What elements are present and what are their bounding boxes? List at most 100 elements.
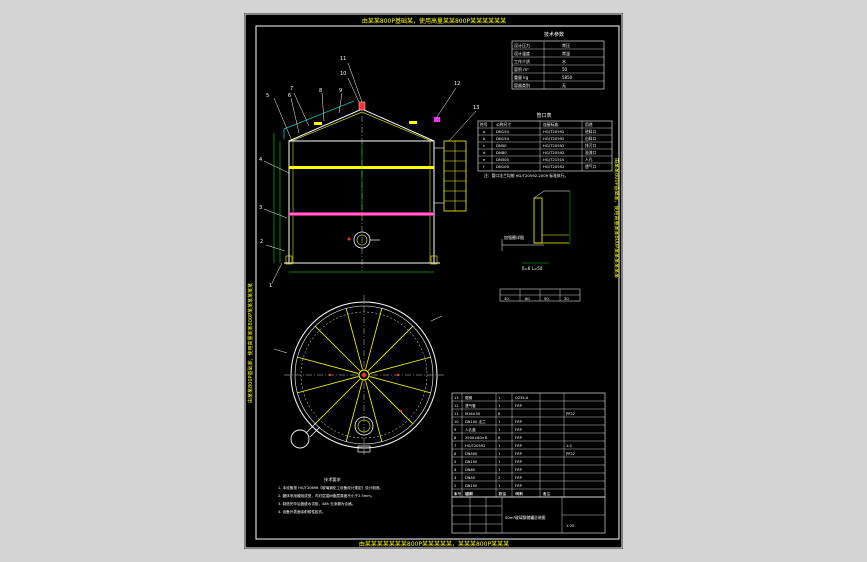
callout-10: 10: [340, 71, 346, 77]
notes-line-4: 4. 设备外表面涂耐候性胶衣。: [278, 509, 326, 514]
parts-cell-name: 2900×80×6: [465, 436, 488, 440]
right-margin-text: 由某某800P基础某，使用高量某某800P某某某某某某: [613, 158, 620, 278]
roof-rib: [365, 308, 383, 370]
parts-cell-qty: 8: [498, 412, 501, 416]
notes-line-2: 2. 罐体采用缠绕成型，内衬层富树脂层厚度不小于2.5mm。: [278, 493, 374, 498]
parts-cell-qty: 1: [498, 420, 500, 424]
parts-header-2: 数量: [499, 491, 507, 496]
callout-4: 4: [259, 157, 262, 163]
small-table-cell-3: 30: [504, 296, 509, 301]
roof-rib: [314, 378, 361, 425]
nozzle-row-3-id: d: [483, 150, 486, 155]
nozzle-row-3-std: HG/T20592: [543, 150, 565, 155]
nozzle-row-2-std: HG/T20592: [543, 143, 565, 148]
callout-12: 12: [454, 81, 460, 87]
parts-cell-name: 人孔盖: [465, 427, 476, 432]
parts-cell-name: DN150: [465, 484, 478, 488]
callout-2: 2: [260, 239, 263, 245]
parts-cell-no: 4: [454, 468, 457, 472]
parts-cell-no: 11: [454, 412, 459, 416]
roof-rib: [367, 325, 414, 372]
spec-row-5-value: 无: [562, 83, 566, 88]
parts-cell-material: FRP: [515, 404, 523, 408]
ring-1: [289, 166, 434, 169]
spec-row-4-value: 5850: [562, 75, 573, 80]
nozzle-header-3: 用途: [585, 122, 593, 127]
small-table-cell-1: 50: [544, 296, 549, 301]
parts-cell-remark: PP22: [566, 452, 575, 456]
notes: 技术要求 1. 本设备按 HG/T20696《玻璃钢化工设备设计规定》设计制造。…: [278, 476, 383, 514]
roof-rib: [365, 380, 383, 442]
vent-nozzle: [358, 101, 366, 111]
parts-cell-qty: 8: [498, 436, 501, 440]
nozzle-row-3-size: DN80: [496, 150, 507, 155]
nozzle-table: 管口表 符号 公称尺寸 连接标准 用途: [477, 112, 613, 178]
parts-cell-material: FRP: [515, 452, 523, 456]
detail-label-2: δ=6 L=50: [522, 266, 543, 271]
drawing-sheet: 由某某800P基础某，使用高量某某800P某某某某某某 由某某某某某某某800P…: [244, 13, 623, 549]
spec-row-3-label: 容积 m³: [514, 66, 529, 72]
nozzle-row-5-id: f: [483, 164, 485, 169]
parts-cell-qty: 1: [498, 492, 500, 496]
nozzle-row-5-std: HG/T20592: [543, 164, 565, 169]
parts-cell-no: 9: [454, 428, 457, 432]
nozzle-row-0-std: HG/T20592: [543, 129, 565, 134]
nozzle-row-5-use: 透气口: [585, 164, 597, 169]
drawing-name: 50m³玻璃钢储罐总装图: [505, 515, 546, 520]
small-table-cell-0: 80: [525, 296, 530, 301]
roof-rib: [369, 356, 431, 374]
parts-header-3: 材料: [516, 491, 524, 496]
roof-nozzle-a: [314, 122, 322, 125]
spec-row-5-label: 容器类别: [514, 82, 530, 88]
parts-cell-material: FRP: [515, 436, 523, 440]
parts-cell-name: 透气管: [465, 403, 476, 408]
parts-cell-qty: 1: [498, 396, 500, 400]
parts-cell-qty: 1: [498, 484, 500, 488]
roof-rib: [297, 356, 359, 374]
callout-3: 3: [259, 205, 262, 211]
parts-header-4: 备注: [543, 491, 551, 496]
parts-cell-no: 6: [454, 452, 457, 456]
left-margin-text: 由某某800P基础某，使用高量某某800P某某某某某某: [247, 283, 254, 403]
nozzle-header-1: 公称尺寸: [496, 122, 511, 127]
parts-cell-qty: 1: [498, 468, 500, 472]
parts-cell-material: FRP: [515, 428, 523, 432]
parts-cell-material: FRP: [515, 476, 523, 480]
spec-row-1-label: 设计温度: [514, 50, 530, 56]
callout-13: 13: [473, 105, 479, 111]
nozzle-header-2: 连接标准: [543, 122, 558, 127]
parts-cell-no: 5: [454, 460, 456, 464]
parts-cell-qty: 1: [498, 444, 500, 448]
plan-outlet-icon: [290, 429, 310, 449]
parts-cell-material: FRP: [515, 460, 523, 464]
spec-table-title: 技术参数: [544, 31, 564, 38]
nozzle-row-1-id: b: [483, 136, 486, 141]
spec-row-3-value: 50: [562, 67, 568, 72]
small-table-cell-2: 30: [564, 296, 569, 301]
top-title: 由某某800P基础某，使用高量某某800P某某某某某某: [362, 17, 506, 25]
parts-cell-material: FRP: [515, 468, 523, 472]
roof-rib: [297, 376, 359, 394]
parts-cell-material: Q235-A: [515, 396, 529, 400]
parts-cell-name: 罐体: [465, 491, 473, 496]
parts-header-0: 序号: [454, 491, 462, 496]
nozzle-row-0-id: a: [483, 129, 485, 134]
roof-rib: [367, 378, 414, 425]
parts-cell-name: HG/T20592: [465, 444, 485, 448]
plan-manhole-icon: [354, 416, 374, 436]
nozzle-row-4-size: DN500: [496, 157, 510, 162]
parts-cell-material: FRP: [515, 484, 523, 488]
small-table: 80 50 30 30: [499, 288, 581, 302]
parts-cell-no: 10: [454, 420, 459, 424]
spec-table: 技术参数 设计压力 常压 设计温度 常温 工作介质 水 容积: [511, 31, 605, 90]
spec-row-0-label: 设计压力: [514, 42, 530, 48]
nozzle-row-3-use: 溢流口: [585, 150, 597, 155]
roof-nozzle-b: [409, 121, 417, 124]
parts-cell-material: FRP: [515, 444, 523, 448]
callout-9: 9: [339, 88, 342, 94]
ladder: [434, 140, 467, 212]
parts-cell-remark: PP22: [566, 412, 575, 416]
nozzle-row-0-use: 进料口: [585, 129, 597, 134]
